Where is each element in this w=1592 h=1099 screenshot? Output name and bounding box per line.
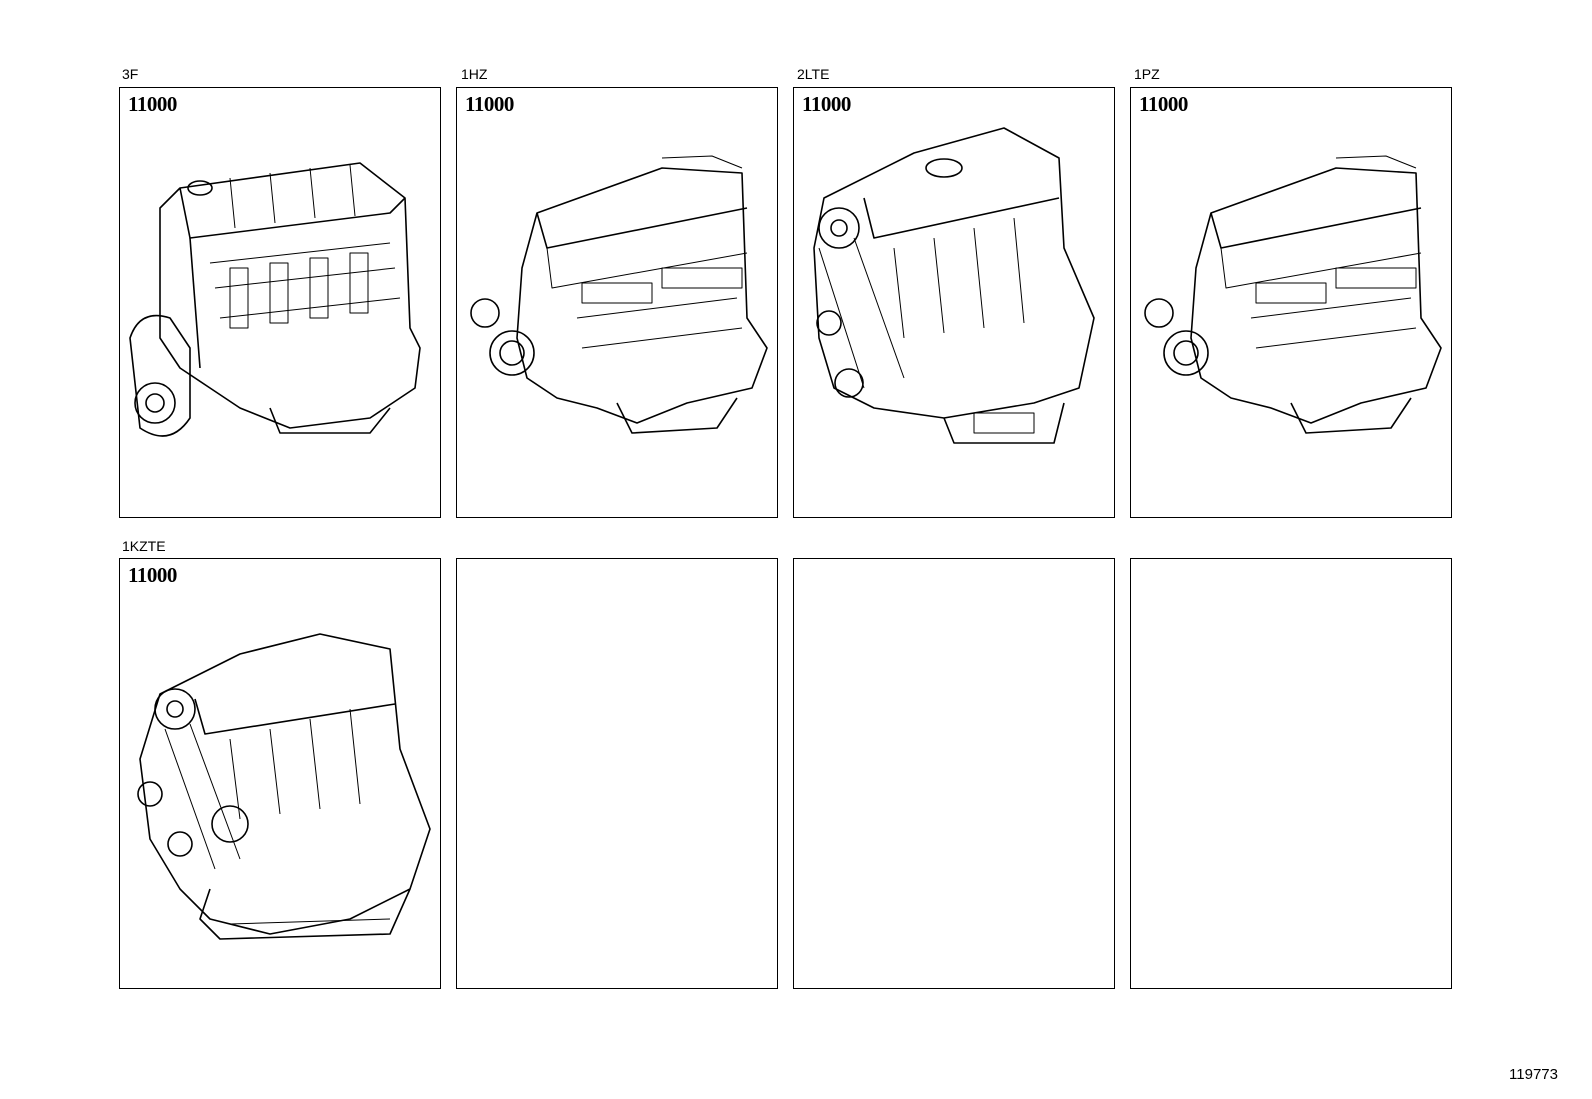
engine-panel-1kzte[interactable]: 11000 [119, 558, 441, 989]
part-number[interactable]: 11000 [128, 563, 177, 587]
part-number[interactable]: 11000 [128, 92, 177, 116]
engine-3f-illustration [129, 162, 421, 437]
engine-panel-2lte[interactable]: 11000 [793, 87, 1115, 518]
engine-panel-1hz[interactable]: 11000 [456, 87, 778, 518]
engine-label-1kzte: 1KZTE [122, 538, 166, 554]
engine-label-2lte: 2LTE [797, 66, 830, 82]
engine-1pz-illustration [1144, 155, 1442, 434]
engine-1kzte-illustration [137, 633, 431, 940]
engine-panel-3f[interactable]: 11000 [119, 87, 441, 518]
engine-panel-1pz[interactable]: 11000 [1130, 87, 1452, 518]
illustration-number: 119773 [1509, 1066, 1558, 1083]
part-number[interactable]: 11000 [465, 92, 514, 116]
engine-2lte-illustration [813, 127, 1095, 444]
part-number[interactable]: 11000 [1139, 92, 1188, 116]
empty-panel [456, 558, 778, 989]
engine-label-1pz: 1PZ [1134, 66, 1160, 82]
engine-1hz-illustration [470, 155, 768, 434]
engine-label-3f: 3F [122, 66, 139, 82]
engine-label-1hz: 1HZ [461, 66, 488, 82]
empty-panel [793, 558, 1115, 989]
part-number[interactable]: 11000 [802, 92, 851, 116]
empty-panel [1130, 558, 1452, 989]
